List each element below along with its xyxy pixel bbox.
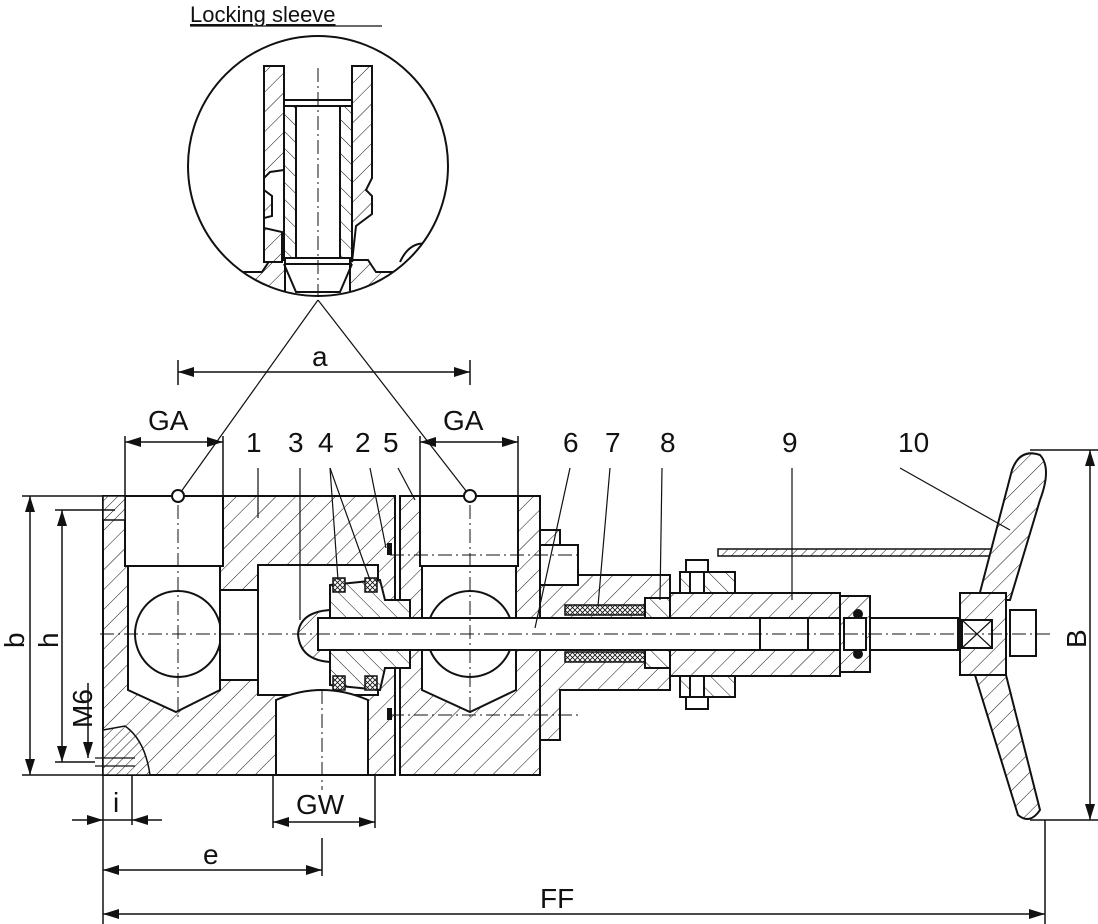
dimension-i: i [72, 775, 162, 924]
dimension-h-label: h [33, 632, 64, 648]
spindle-nut [669, 559, 871, 710]
dimension-m6: M6 [67, 683, 98, 758]
part-label-2: 2 [355, 427, 371, 458]
dimension-B: B [1030, 449, 1098, 821]
dimension-i-label: i [113, 787, 119, 818]
dimension-ga-right-label: GA [443, 405, 484, 436]
dimension-h: h [33, 509, 115, 763]
part-label-10: 10 [898, 427, 929, 458]
ga-left-marker [171, 489, 185, 503]
dimension-a: a [177, 341, 471, 385]
dimension-a-label: a [312, 341, 328, 372]
dimension-ff-label: FF [540, 883, 574, 914]
detail-leader-right [317, 299, 471, 497]
part-label-9: 9 [782, 427, 798, 458]
dimension-ff: FF [103, 820, 1046, 924]
dimension-e-label: e [203, 839, 219, 870]
dimension-m6-label: M6 [67, 689, 98, 728]
ga-right-marker [463, 489, 477, 503]
part-label-5: 5 [383, 427, 399, 458]
detail-title: Locking sleeve [190, 2, 336, 27]
dimension-gw: GW [272, 775, 376, 828]
part-label-4: 4 [318, 427, 334, 458]
dimension-B-label: B [1061, 629, 1092, 648]
part-label-8: 8 [660, 427, 676, 458]
part-labels: 1 3 4 2 5 6 7 8 9 10 [246, 427, 1011, 629]
detail-view-locking-sleeve [188, 36, 448, 296]
part-label-3: 3 [288, 427, 304, 458]
part-label-7: 7 [605, 427, 621, 458]
handwheel [959, 452, 1047, 820]
part-label-1: 1 [246, 427, 262, 458]
dimension-ga-right: GA [419, 405, 519, 496]
part-label-6: 6 [563, 427, 579, 458]
valve-body [95, 495, 541, 790]
dimension-ga-left: GA [124, 405, 224, 496]
dimension-b: b [0, 495, 103, 776]
dimension-gw-label: GW [296, 789, 345, 820]
dimension-ga-left-label: GA [148, 405, 189, 436]
detail-leader-left [177, 299, 319, 497]
dimension-b-label: b [0, 632, 30, 648]
detail-circle [187, 35, 449, 297]
dimension-e: e [103, 838, 323, 876]
